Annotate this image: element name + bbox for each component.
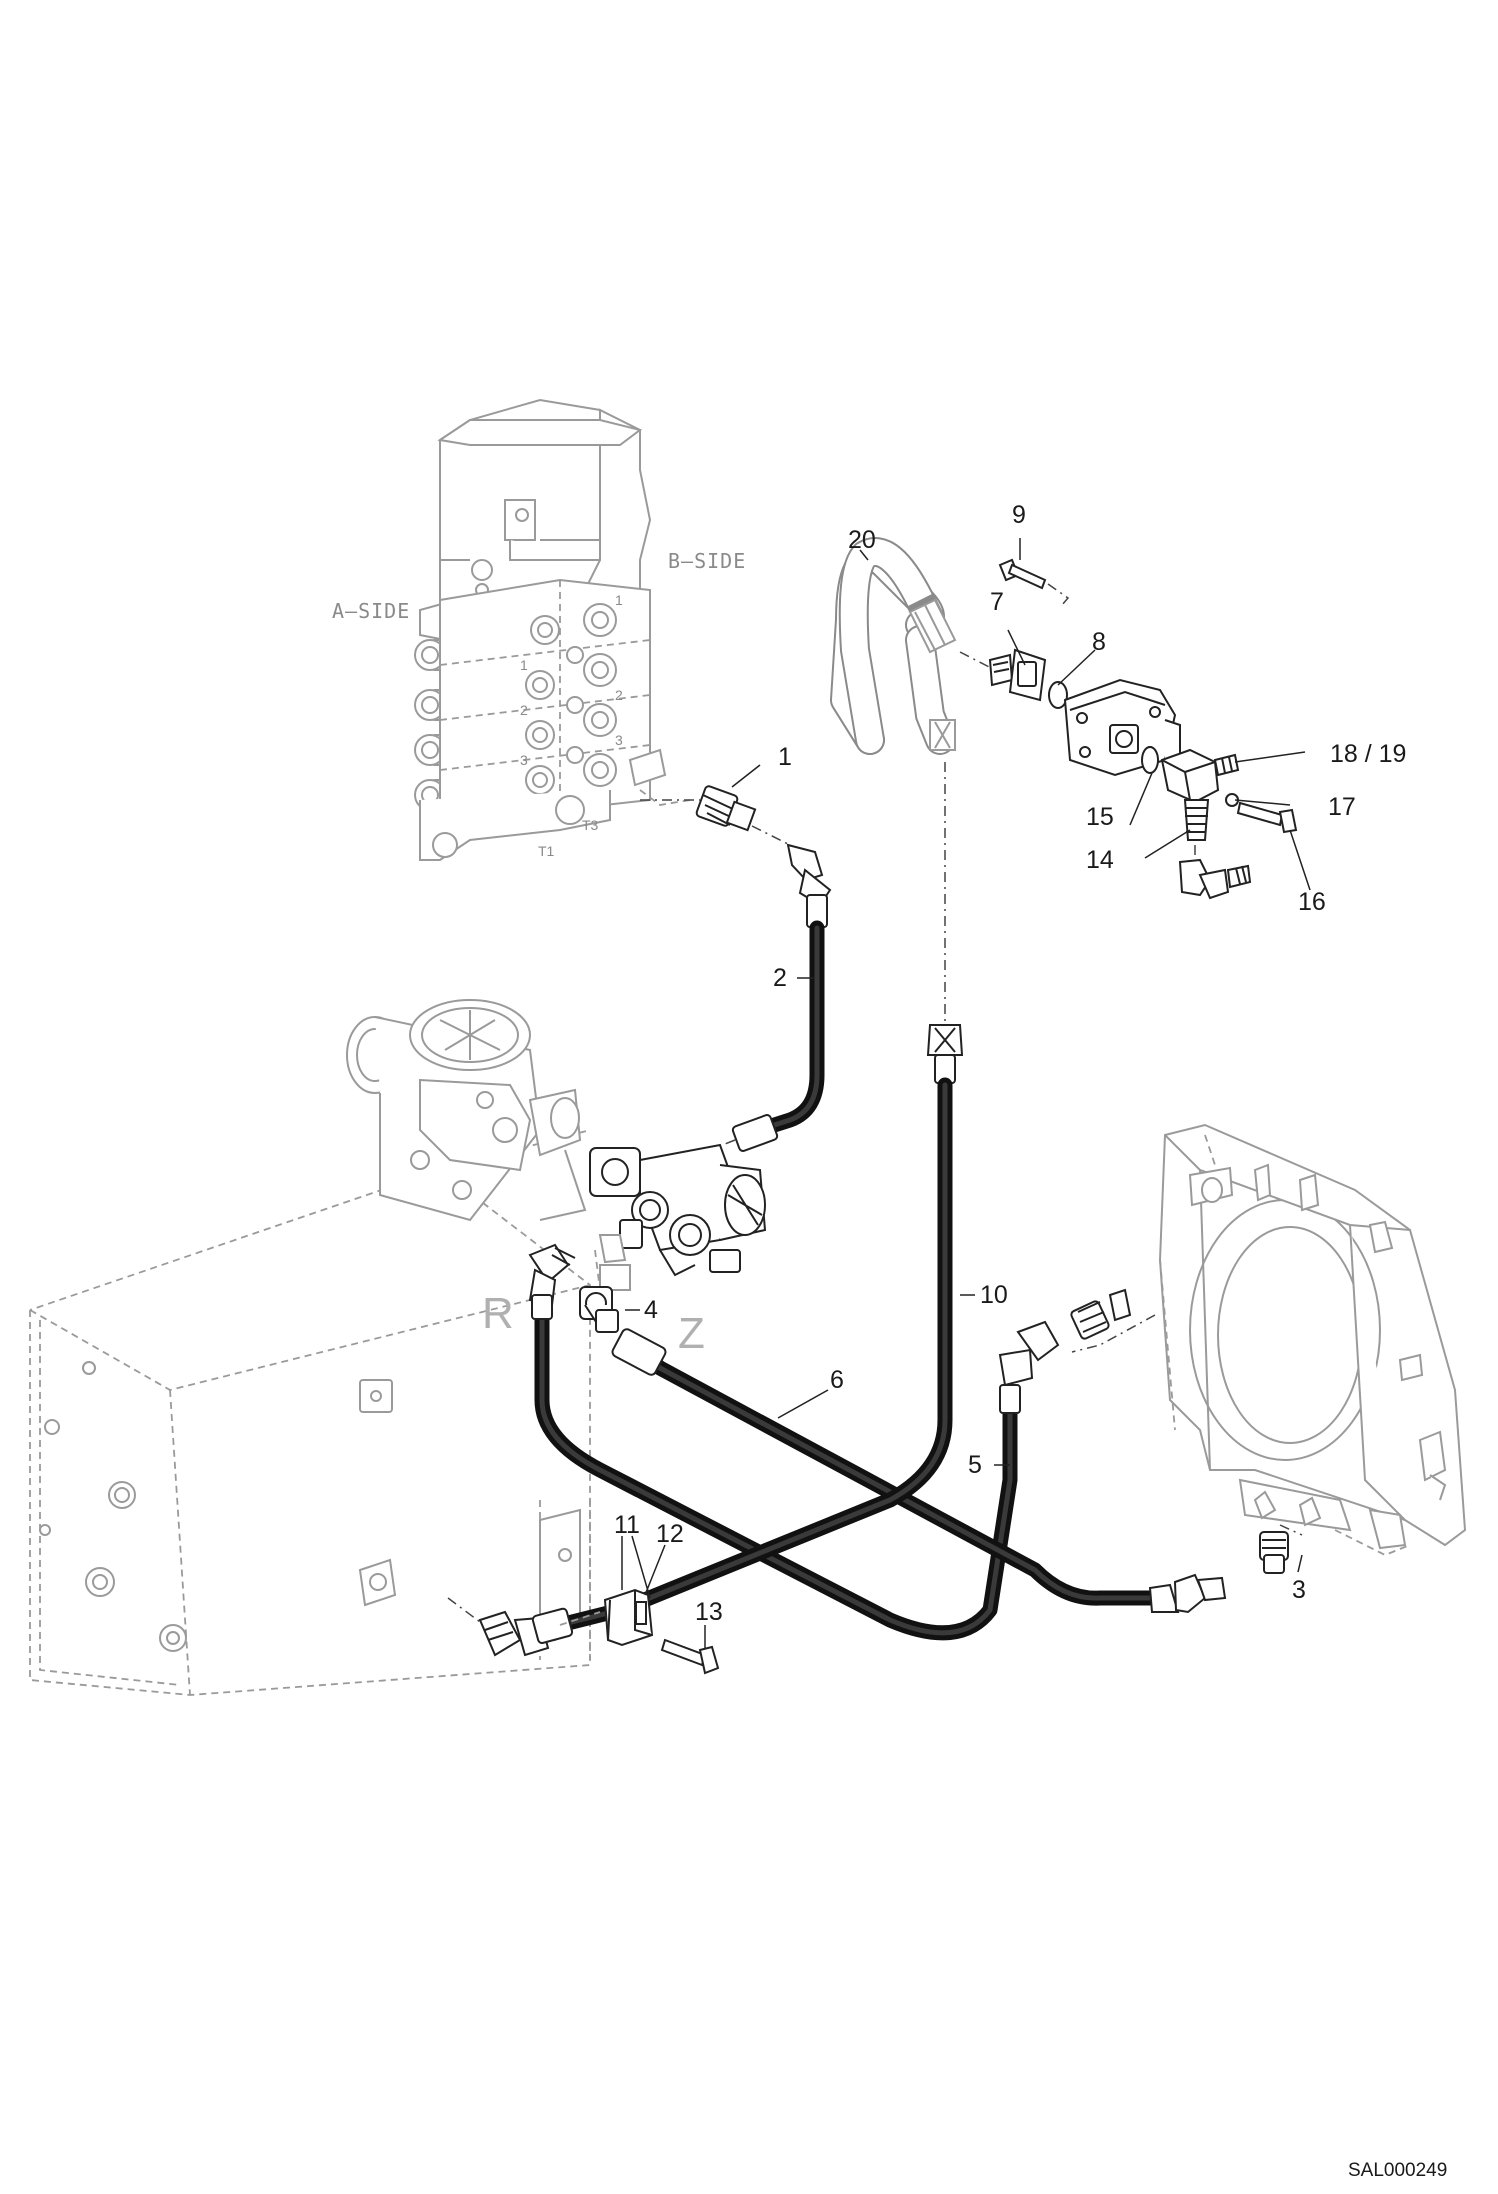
drawing-reference-code: SAL000249 (1348, 2160, 1447, 2181)
callout-2: 2 (773, 964, 787, 992)
hose-2 (704, 843, 832, 1153)
o-ring-15 (1141, 746, 1159, 774)
bolt-13 (660, 1638, 720, 1675)
priority-valve: R Z (482, 1143, 767, 1358)
callout-20: 20 (848, 526, 876, 554)
svg-text:2: 2 (615, 687, 623, 703)
callout-14: 14 (1086, 846, 1114, 874)
o-ring-8 (1048, 681, 1068, 709)
hose-20 (830, 537, 957, 755)
fitting-7 (959, 648, 1047, 702)
callout-12: 12 (656, 1520, 684, 1548)
svg-text:1: 1 (615, 592, 623, 608)
t1-label: T1 (538, 843, 555, 859)
svg-text:3: 3 (615, 732, 623, 748)
lower-left-fitting (447, 1597, 601, 1657)
callout-numbers: 1 2 3 4 5 6 7 8 9 10 11 12 13 14 15 16 1… (614, 501, 1406, 1626)
bolt-16 (1236, 801, 1298, 834)
callout-16: 16 (1298, 888, 1326, 916)
callout-9: 9 (1012, 501, 1026, 529)
elbow-14 (1160, 748, 1252, 900)
fitting-1 (640, 785, 757, 832)
callout-3: 3 (1292, 1576, 1306, 1604)
callout-4: 4 (644, 1296, 658, 1324)
bolt-9 (998, 558, 1070, 606)
svg-text:2: 2 (520, 702, 528, 718)
oil-cooler (1158, 1123, 1467, 1556)
callout-7: 7 (990, 588, 1004, 616)
leader-lines (621, 538, 1311, 1648)
hydraulic-tank (29, 999, 631, 1696)
sensor-18-19 (1213, 753, 1240, 777)
hose-6 (534, 1307, 1018, 1641)
callout-15: 15 (1086, 803, 1114, 831)
a-side-label: A–SIDE (332, 599, 410, 623)
callout-11: 11 (614, 1511, 640, 1539)
elbow-r (528, 1243, 576, 1320)
t3-label: T3 (582, 817, 599, 833)
callout-13: 13 (695, 1598, 723, 1626)
svg-text:3: 3 (520, 752, 528, 768)
hose-5 (998, 1288, 1156, 1414)
fitting-4 (579, 1286, 619, 1333)
port-z-label: Z (678, 1309, 705, 1358)
fitting-3 (1259, 1524, 1303, 1574)
b-side-label: B–SIDE (668, 549, 746, 573)
port-r-label: R (482, 1289, 514, 1338)
hose-10 (552, 762, 964, 1633)
callout-5: 5 (968, 1451, 982, 1479)
callout-6: 6 (830, 1366, 844, 1394)
callout-8: 8 (1092, 628, 1106, 656)
callout-1: 1 (778, 743, 792, 771)
clamp-11-12 (603, 1588, 654, 1647)
callout-18-19: 18 / 19 (1330, 740, 1406, 768)
callout-10: 10 (980, 1281, 1008, 1309)
hose-z-to-cooler (611, 1328, 1227, 1614)
callout-17: 17 (1328, 793, 1356, 821)
svg-text:1: 1 (520, 657, 528, 673)
control-valve-block: 1 2 3 1 2 3 A–SIDE B–SIDE T1 T3 (332, 398, 746, 861)
